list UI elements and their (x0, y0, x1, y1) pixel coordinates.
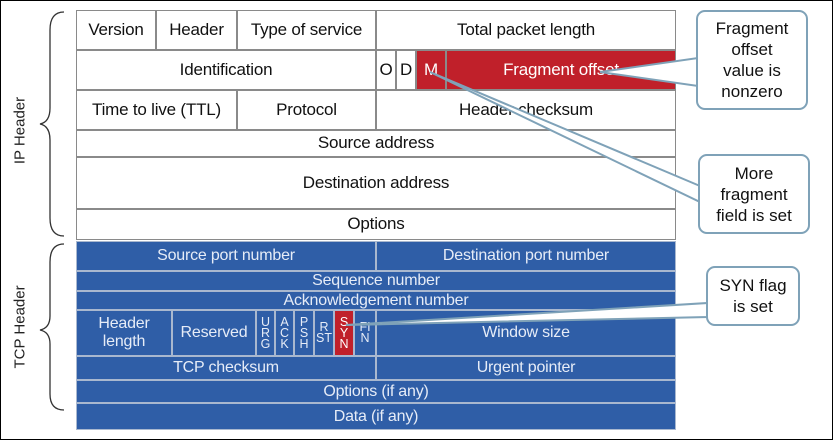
ip-options: Options (76, 209, 676, 240)
ip-type-of-service: Type of service (237, 10, 376, 50)
tcp-reserved: Reserved (172, 310, 256, 356)
tcp-flag-syn: SYN (334, 310, 354, 356)
tcp-destination-port: Destination port number (376, 241, 676, 271)
tcp-header-brace (39, 243, 65, 411)
ip-ttl: Time to live (TTL) (76, 90, 237, 130)
callout-more-fragment-set: More fragment field is set (698, 154, 810, 234)
ip-version: Version (76, 10, 156, 50)
tcp-urgent-pointer: Urgent pointer (376, 356, 676, 380)
tcp-data: Data (if any) (76, 403, 676, 430)
tcp-flag-rst: RST (314, 310, 334, 356)
tcp-flag-psh: PSH (294, 310, 314, 356)
ip-flag-o: O (376, 50, 396, 90)
callout-fragment-offset-text: Fragment offset value is nonzero (715, 19, 789, 101)
ip-destination-address: Destination address (76, 157, 676, 209)
callout-more-fragment-text: More fragment field is set (716, 163, 792, 225)
ip-header-length: Header (156, 10, 237, 50)
tcp-flag-fin: FIN (354, 310, 376, 356)
ip-flag-d: D (396, 50, 416, 90)
ip-total-packet-length: Total packet length (376, 10, 676, 50)
tcp-source-port: Source port number (76, 241, 376, 271)
tcp-flag-urg: URG (256, 310, 275, 356)
fragment-callout-tail (599, 56, 699, 88)
tcp-ack-number: Acknowledgement number (76, 291, 676, 310)
tcp-flag-ack: ACK (275, 310, 294, 356)
ip-header-checksum: Header checksum (376, 90, 676, 130)
callout-fragment-offset-nonzero: Fragment offset value is nonzero (696, 10, 808, 110)
tcp-sequence-number: Sequence number (76, 271, 676, 291)
ip-identification: Identification (76, 50, 376, 90)
callout-syn-text: SYN flag is set (719, 276, 787, 316)
ip-flag-m: M (416, 50, 446, 90)
tcp-header-length: Header length (76, 310, 172, 356)
syn-callout-tail (345, 301, 709, 326)
tcp-options: Options (if any) (76, 380, 676, 403)
ip-protocol: Protocol (237, 90, 376, 130)
ip-header-brace (39, 11, 65, 237)
callout-syn-set: SYN flag is set (706, 266, 800, 326)
tcp-checksum: TCP checksum (76, 356, 376, 380)
more-fragment-callout-tail (429, 71, 701, 204)
